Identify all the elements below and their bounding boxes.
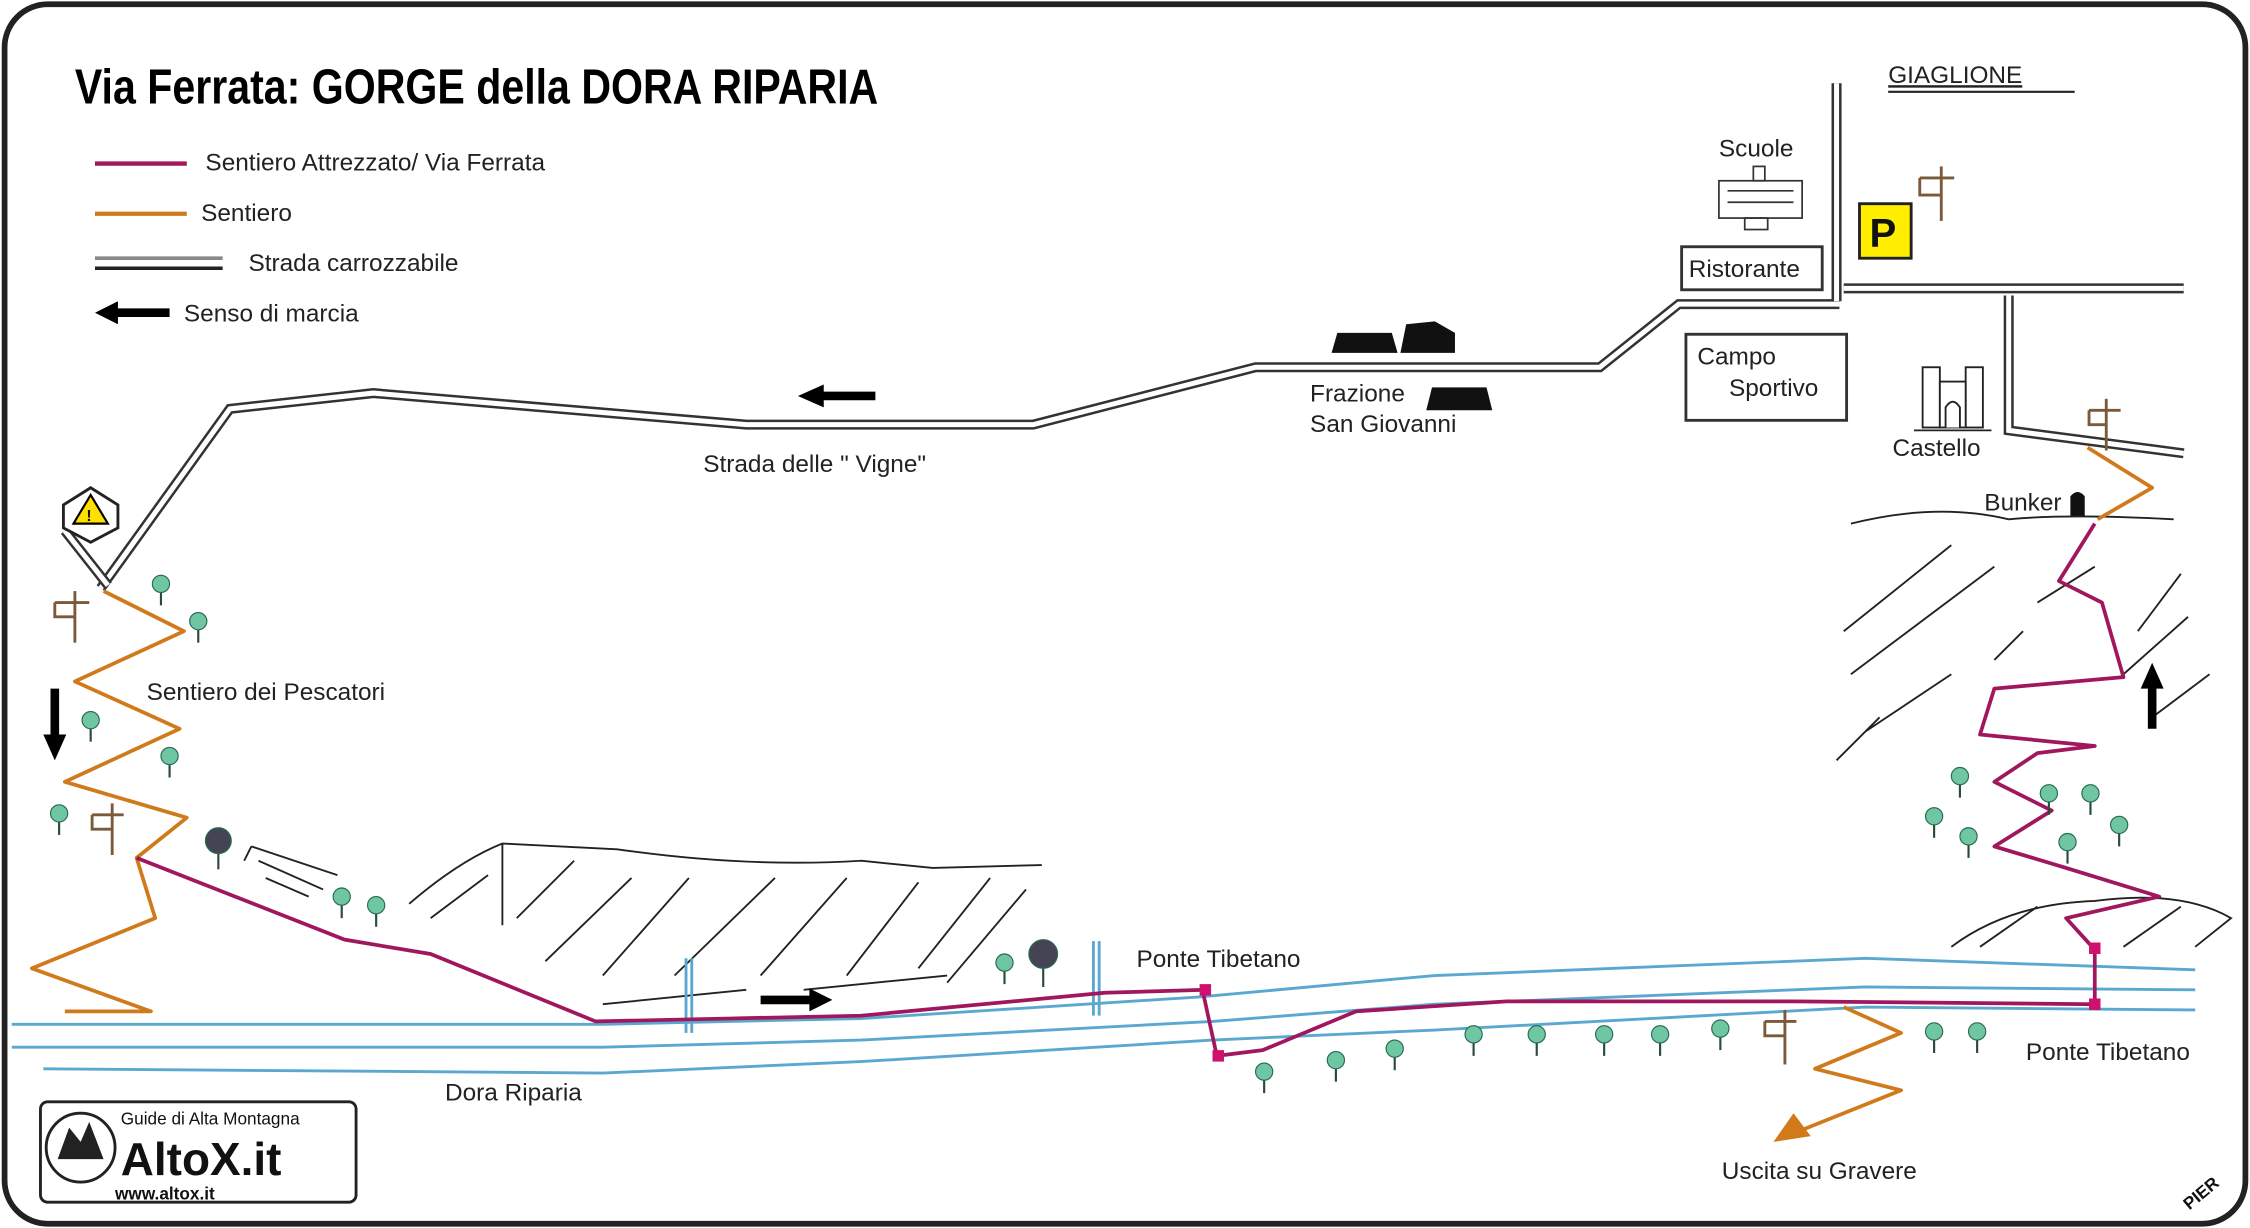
sentiero-castello-path bbox=[2086, 446, 2155, 521]
road-direction-arrow-icon bbox=[797, 384, 876, 408]
restaurant-box bbox=[1680, 245, 1824, 292]
houses-icon bbox=[1331, 321, 1493, 411]
castle-icon bbox=[1914, 366, 1992, 432]
river bbox=[11, 941, 2196, 1075]
sentiero-pescatori-path bbox=[29, 589, 189, 1014]
map-title: Via Ferrata: GORGE della DORA RIPARIA bbox=[75, 60, 878, 114]
logo-name: AltoX.it bbox=[121, 1133, 282, 1185]
school-icon bbox=[1718, 165, 1803, 231]
bunker-label: Bunker bbox=[1984, 490, 2061, 517]
signpost-icon-left bbox=[53, 591, 1797, 1065]
ferrata-direction-arrow-icon bbox=[760, 988, 833, 1012]
bridge-label-1: Ponte Tibetano bbox=[1136, 946, 1300, 973]
town-label: GIAGLIONE bbox=[1888, 62, 2022, 89]
restaurant-label: Ristorante bbox=[1689, 256, 1800, 283]
bridge-label-2: Ponte Tibetano bbox=[2026, 1039, 2190, 1066]
logo-url: www.altox.it bbox=[114, 1183, 215, 1203]
rock-cliffs bbox=[243, 510, 2233, 1006]
down-arrow-icon bbox=[43, 688, 67, 761]
castle-label: Castello bbox=[1893, 435, 1981, 462]
legend-ferrata-label: Sentiero Attrezzato/ Via Ferrata bbox=[205, 150, 545, 177]
sports-field-label-1: Campo bbox=[1697, 343, 1776, 370]
sports-field-label-2: Sportivo bbox=[1729, 375, 1818, 402]
hazard-warning-icon: ! bbox=[61, 486, 120, 544]
legend-road-label: Strada carrozzabile bbox=[248, 250, 458, 277]
altox-logo: Guide di Alta Montagna AltoX.it www.alto… bbox=[39, 1100, 358, 1204]
bunker-icon bbox=[2070, 492, 2085, 517]
legend: Sentiero Attrezzato/ Via Ferrata Sentier… bbox=[94, 150, 545, 327]
roads bbox=[60, 83, 2185, 592]
logo-tagline: Guide di Alta Montagna bbox=[121, 1109, 300, 1129]
sports-field-box bbox=[1684, 332, 1849, 422]
signpost-icon-castle bbox=[2087, 398, 2121, 451]
exit-path bbox=[1792, 1005, 1903, 1136]
exit-label: Uscita su Gravere bbox=[1722, 1158, 1917, 1185]
road-label: Strada delle " Vigne" bbox=[703, 451, 926, 478]
exit-arrow-icon bbox=[1773, 1113, 1811, 1142]
legend-sentiero-label: Sentiero bbox=[201, 200, 292, 227]
svg-text:!: ! bbox=[86, 508, 91, 525]
up-arrow-icon bbox=[2140, 662, 2164, 729]
hamlet-label-2: San Giovanni bbox=[1310, 411, 1456, 438]
hamlet-label-1: Frazione bbox=[1310, 381, 1405, 408]
fishermen-path-label: Sentiero dei Pescatori bbox=[147, 679, 385, 706]
via-ferrata-route bbox=[135, 522, 2162, 1058]
school-label: Scuole bbox=[1719, 135, 1794, 162]
legend-direction-label: Senso di marcia bbox=[184, 300, 359, 327]
bridge-anchors bbox=[1199, 942, 2101, 1062]
parking-icon bbox=[1858, 202, 1913, 260]
legend-arrow-icon bbox=[94, 301, 170, 325]
signpost-icon bbox=[1918, 166, 1955, 221]
parking-label: P bbox=[1870, 211, 1897, 256]
trees bbox=[49, 574, 2129, 1094]
river-label: Dora Riparia bbox=[445, 1079, 582, 1106]
